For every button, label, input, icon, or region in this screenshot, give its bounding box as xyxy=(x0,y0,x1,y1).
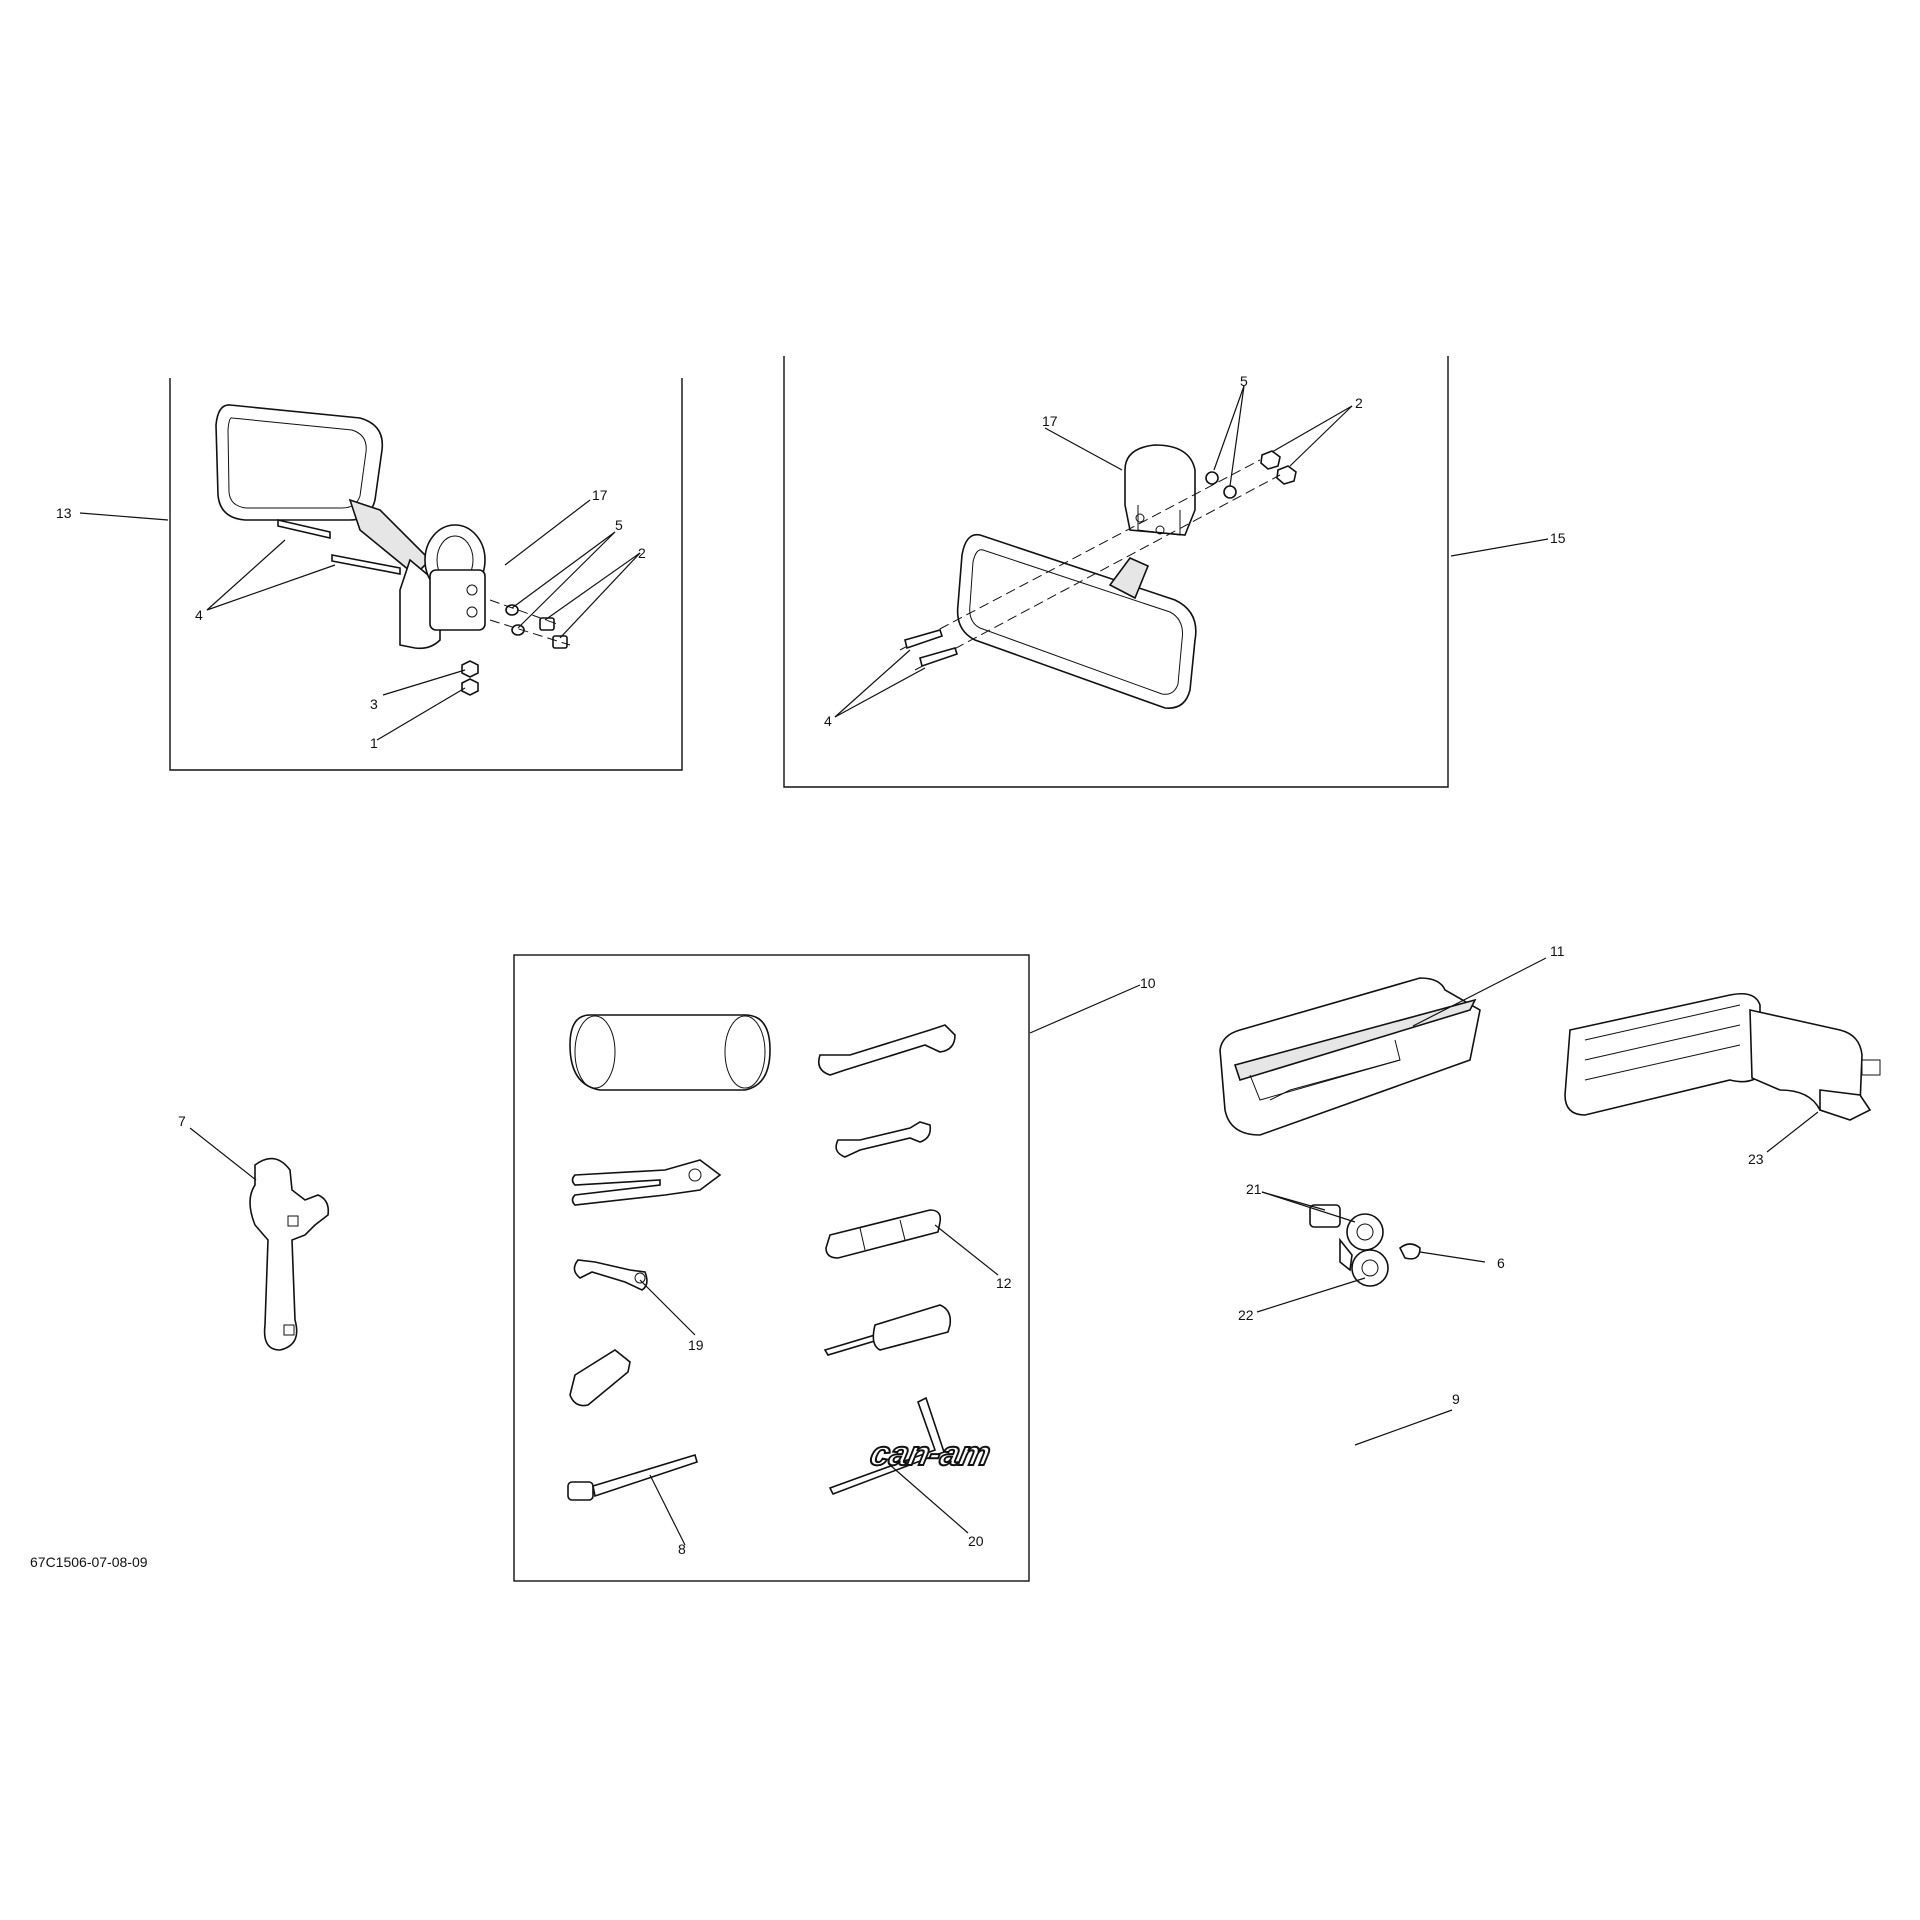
leader-23 xyxy=(1766,1111,1819,1153)
callout-labels: 13 4 3 1 17 5 2 17 5 2 15 4 7 10 19 12 8… xyxy=(56,373,1764,1557)
frame-side-mirror xyxy=(169,378,683,771)
side-mirror-leaders xyxy=(79,499,641,741)
side-mirror xyxy=(215,404,571,696)
socket xyxy=(569,1349,631,1407)
callout-17-side: 17 xyxy=(592,487,608,503)
callout-6: 6 xyxy=(1497,1255,1505,1271)
rearview-mirror-leaders xyxy=(834,385,1549,718)
screwdriver xyxy=(823,1304,952,1356)
callout-22: 22 xyxy=(1238,1307,1254,1323)
can-am-decal: can-am xyxy=(866,1434,995,1474)
rearview-mirror xyxy=(899,444,1297,709)
callout-11: 11 xyxy=(1550,943,1565,959)
leader-7 xyxy=(189,1127,257,1181)
callout-15: 15 xyxy=(1550,530,1566,546)
callout-19: 19 xyxy=(688,1337,704,1353)
tool-bag xyxy=(569,1014,771,1091)
lock-set-leaders xyxy=(1256,1191,1486,1313)
callout-17-rear: 17 xyxy=(1042,413,1058,429)
frame-tool-kit xyxy=(513,954,1030,1582)
callout-5-rear: 5 xyxy=(1240,373,1248,389)
callout-20: 20 xyxy=(968,1533,984,1549)
callout-5-side: 5 xyxy=(615,517,623,533)
callout-2-side: 2 xyxy=(638,545,646,561)
callout-1: 1 xyxy=(370,735,378,751)
extension-bar xyxy=(567,1453,698,1501)
frame-rearview-mirror xyxy=(783,356,1449,788)
open-end-wrench-small xyxy=(835,1121,932,1158)
small-wrench xyxy=(573,1259,648,1291)
callout-3: 3 xyxy=(370,696,378,712)
can-am-logo: can-am xyxy=(867,1435,994,1473)
callout-12: 12 xyxy=(996,1275,1012,1291)
callout-8: 8 xyxy=(678,1541,686,1557)
callout-2-rear: 2 xyxy=(1355,395,1363,411)
callout-4-rear: 4 xyxy=(824,713,832,729)
hex-key xyxy=(828,1396,946,1496)
tool-kit-leaders xyxy=(639,984,1141,1546)
callout-13: 13 xyxy=(56,505,72,521)
spanner-wrench xyxy=(249,1157,330,1351)
callout-23: 23 xyxy=(1748,1151,1764,1167)
document-id: 67C1506-07-08-09 xyxy=(30,1554,148,1570)
storage-bin xyxy=(1219,977,1481,1136)
lock-set xyxy=(1309,1204,1421,1287)
grab-handle xyxy=(1564,992,1881,1121)
pliers xyxy=(571,1159,722,1206)
callout-9: 9 xyxy=(1452,1391,1460,1407)
spark-plug-socket xyxy=(825,1209,942,1259)
callout-10: 10 xyxy=(1140,975,1156,991)
leader-9 xyxy=(1354,1409,1453,1446)
callout-4-side: 4 xyxy=(195,607,203,623)
open-end-wrench-large xyxy=(817,1024,956,1076)
callout-21: 21 xyxy=(1246,1181,1262,1197)
leader-11 xyxy=(1412,957,1547,1027)
callout-7: 7 xyxy=(178,1113,186,1129)
